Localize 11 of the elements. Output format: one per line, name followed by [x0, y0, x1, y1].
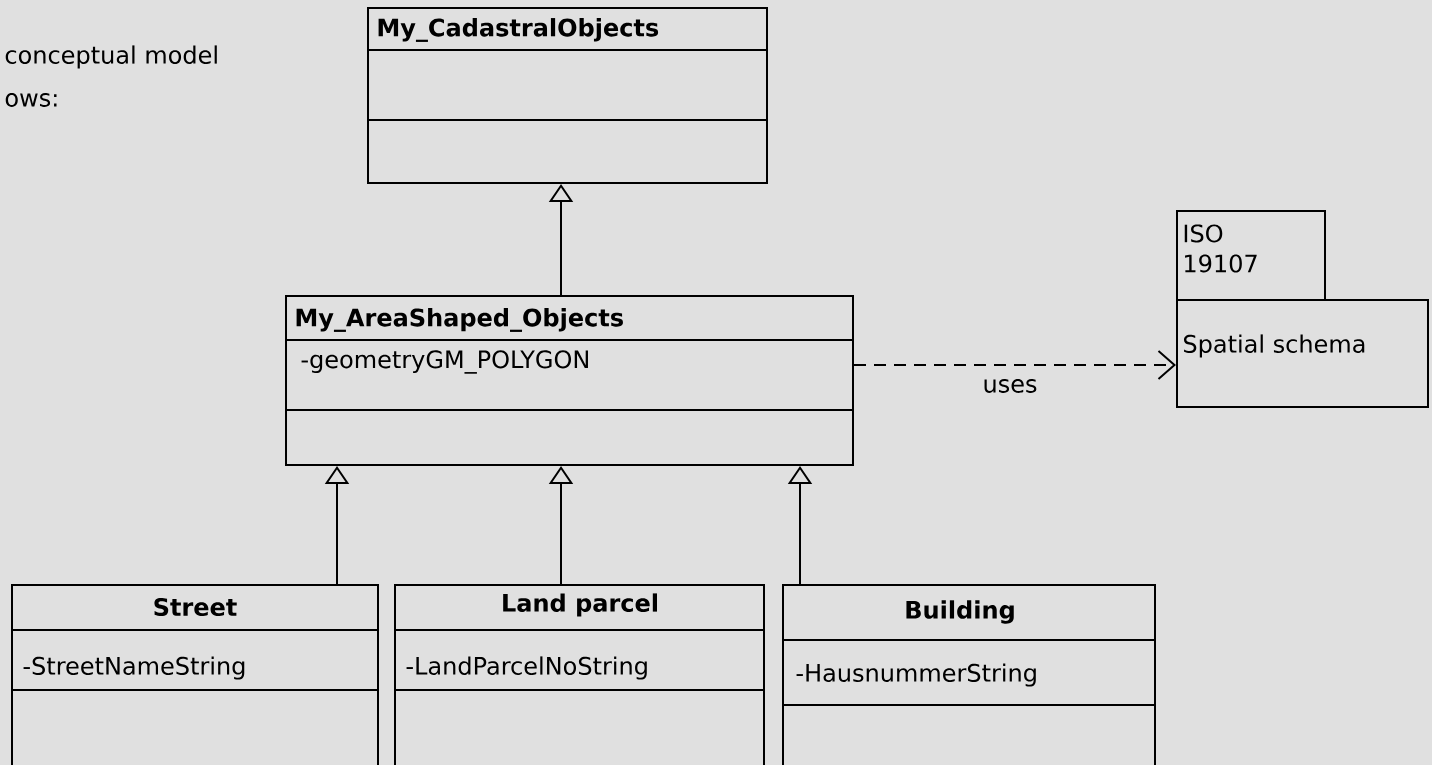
node-label: ISO 19107: [1184, 224, 1257, 273]
class-box: Land parcel -LandParcelNoString: [394, 584, 765, 765]
text-fragment: conceptual model: [5, 45, 217, 69]
class-box: Street -StreetNameString: [11, 584, 379, 765]
class-box: My_CadastralObjects: [367, 7, 768, 184]
edge-label: uses: [980, 377, 1040, 395]
text-fragment: ows:: [5, 93, 57, 107]
dependency-arrow: [853, 350, 1176, 380]
class-box: My_AreaShaped_Objects -geometryGM_POLYGON: [285, 295, 854, 466]
package-box: ISO 19107 Spatial schema: [1176, 210, 1429, 408]
class-box: Building -HausnummerString: [782, 584, 1156, 765]
